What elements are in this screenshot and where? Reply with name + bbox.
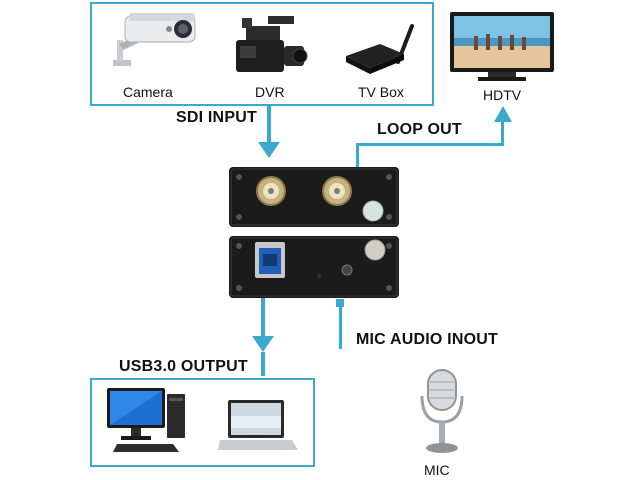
hdtv-label: HDTV — [483, 87, 522, 103]
laptop-icon — [218, 400, 298, 450]
hdtv-icon — [450, 12, 554, 81]
loop-out-line-vertical — [356, 143, 359, 168]
loop-out-line-up — [501, 122, 504, 146]
usb-output-line-lower — [261, 352, 265, 376]
camcorder-icon — [236, 16, 308, 72]
tv-box-label: TV Box — [358, 84, 404, 100]
mic-jack-marker — [336, 299, 344, 307]
capture-device-front — [229, 167, 399, 227]
capture-device-back — [229, 236, 399, 298]
desktop-computer-icon — [107, 388, 185, 452]
usb-output-label: USB3.0 OUTPUT — [119, 358, 248, 375]
sdi-input-arrow-icon — [258, 142, 280, 158]
sdi-input-line — [267, 106, 271, 146]
usb-output-arrow-icon — [252, 336, 274, 352]
microphone-icon — [420, 369, 464, 453]
camera-label: Camera — [123, 84, 173, 100]
tv-box-icon — [346, 24, 414, 74]
usb-output-line — [261, 296, 265, 338]
mic-label: MIC — [424, 462, 450, 478]
dvr-label: DVR — [255, 84, 285, 100]
loop-out-line-horizontal — [356, 143, 504, 146]
sdi-input-label: SDI INPUT — [176, 109, 257, 126]
loop-out-arrow-icon — [494, 106, 512, 122]
security-camera-icon — [113, 13, 196, 66]
mic-audio-label: MIC AUDIO INOUT — [356, 331, 498, 348]
loop-out-label: LOOP OUT — [377, 121, 462, 138]
mic-audio-line — [339, 307, 342, 349]
